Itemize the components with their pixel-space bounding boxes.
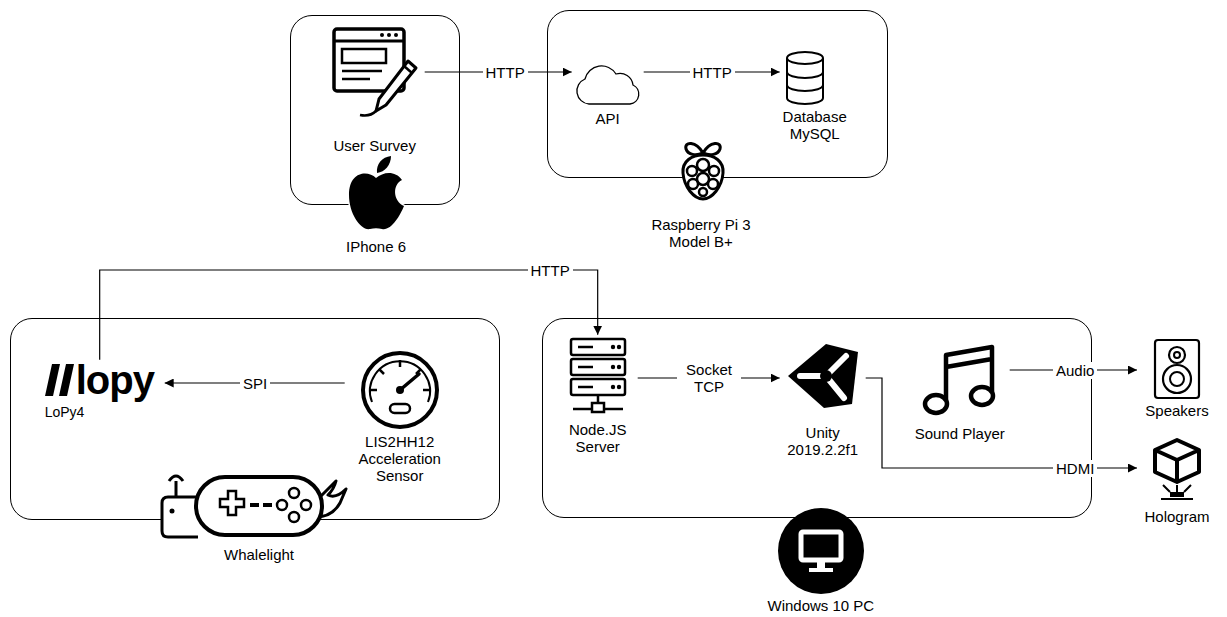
survey-icon [330, 25, 420, 125]
app-node: User Survey [325, 25, 425, 155]
whale-gamepad-illustration [156, 459, 351, 541]
node-label: LoPy4 [45, 404, 85, 420]
connector-label: SPI [240, 375, 270, 392]
node-label: User Survey [325, 137, 425, 154]
api-node: API [572, 55, 644, 130]
node-label: Speakers [1137, 402, 1217, 419]
device-group: Raspberry Pi 3 Model B+ API Database MyS… [547, 10, 888, 178]
node-label: Node.JS Server [558, 421, 638, 455]
group-label: Windows 10 PC [768, 597, 875, 614]
group-label: IPhone 6 [346, 238, 406, 255]
gauge-icon [357, 350, 443, 430]
group-label: Raspberry Pi 3 Model B+ [645, 216, 757, 250]
node-label: Sound Player [910, 425, 1010, 442]
sensor-node: LIS2HH12 Acceleration Sensor [345, 348, 455, 493]
connector-label: HTTP [690, 64, 735, 81]
server-node: Node.JS Server [558, 335, 638, 457]
connector-label: HDMI [1053, 460, 1097, 477]
speaker-icon [1149, 338, 1205, 400]
hologram-icon [1149, 438, 1205, 500]
music-note-icon [920, 343, 1000, 418]
node-label: LIS2HH12 Acceleration Sensor [345, 433, 455, 484]
board-node: lopyLoPy4 [40, 360, 165, 424]
database-node: Database MySQL [780, 48, 850, 148]
output-node: Hologram [1137, 436, 1217, 531]
node-label: Unity 2019.2.2f1 [780, 424, 866, 458]
connector-label: HTTP [528, 262, 573, 279]
apple-logo [346, 154, 406, 231]
unity-logo [786, 342, 860, 410]
device-group: Windows 10 PC Node.JS Server Unity 2019.… [542, 318, 1092, 518]
node-label: Hologram [1137, 508, 1217, 525]
lopy-mark [45, 364, 75, 396]
output-node: Speakers [1137, 338, 1217, 423]
engine-node: Unity 2019.2.2f1 [780, 338, 866, 458]
node-label: Database MySQL [780, 108, 850, 142]
database-icon [785, 50, 825, 106]
connector-label: Audio [1053, 362, 1097, 379]
connector-label: HTTP [483, 64, 528, 81]
raspberry-pi-logo [678, 139, 728, 201]
windows-pc-badge [778, 508, 864, 594]
server-icon [569, 337, 627, 415]
device-group: IPhone 6 User Survey [290, 15, 460, 205]
logo-text: lopy [76, 358, 154, 402]
connector [866, 378, 1137, 468]
connector-label: Socket TCP [677, 361, 741, 395]
group-label: Whalelight [224, 546, 294, 563]
device-group: Whalelight lopyLoPy4 LIS2HH12 Accelerati… [10, 318, 500, 520]
player-node: Sound Player [910, 343, 1010, 443]
connector [100, 270, 598, 360]
cloud-icon [573, 63, 643, 108]
node-label: API [572, 110, 644, 127]
